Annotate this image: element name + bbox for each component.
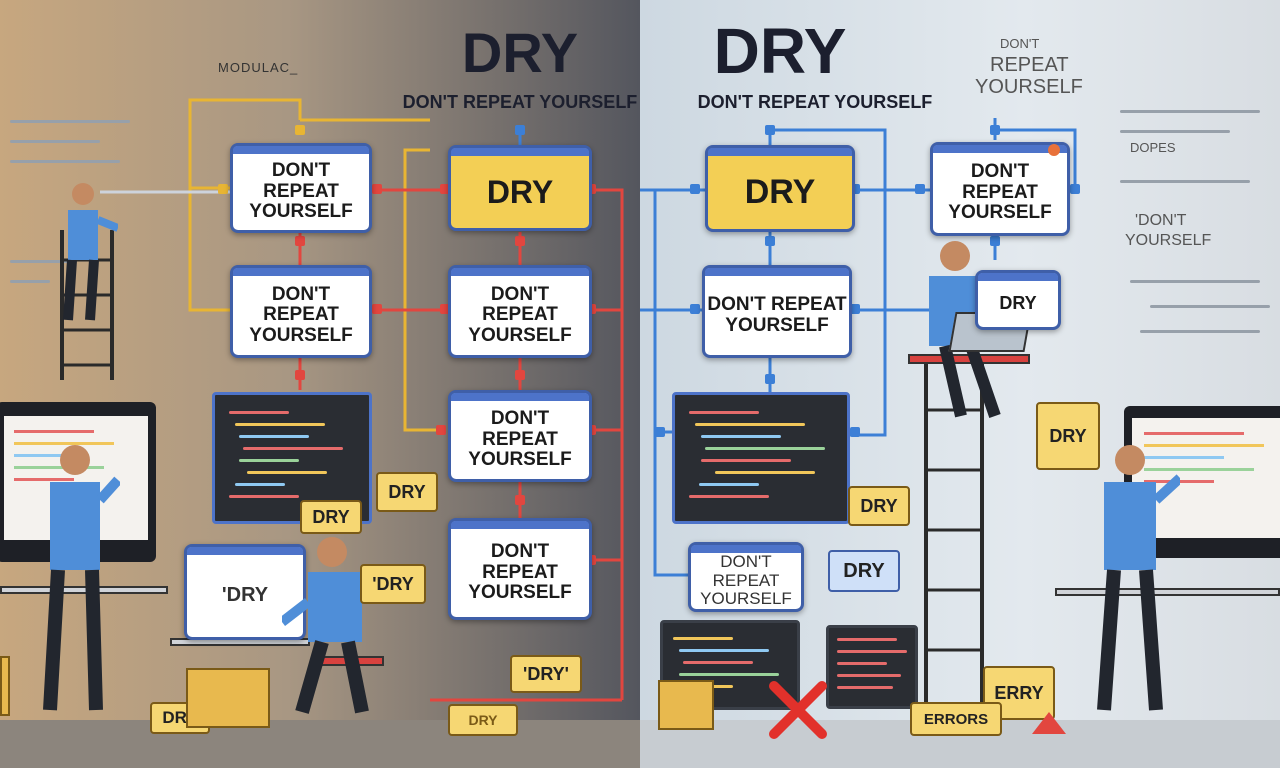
center-box-2: DON'T REPEAT YOURSELF — [448, 265, 592, 358]
right-title: DRY — [713, 15, 847, 87]
wall-line — [10, 280, 50, 283]
wall-line — [1120, 110, 1260, 113]
code-panel-left — [212, 392, 372, 524]
wall-line — [1120, 180, 1250, 183]
right-desk — [1055, 588, 1280, 596]
cardboard-box-edge — [0, 656, 10, 716]
tag-dry-left-2: DRY — [300, 500, 362, 534]
person-on-ladder — [63, 183, 118, 321]
tag-dry-right-4: DRY — [1036, 402, 1100, 470]
wall-line — [10, 160, 120, 163]
left-floor — [0, 720, 640, 768]
corner-label-left: MODULAC_ — [218, 60, 299, 75]
right-corner-line1: DON'T — [1000, 36, 1040, 51]
floating-dont-repeat: DON'T REPEAT YOURSELF — [688, 542, 804, 612]
warning-triangle-icon — [1032, 712, 1066, 734]
tag-dry-right-3: DRY — [975, 270, 1061, 330]
wall-line — [1150, 305, 1270, 308]
tag-dry-center: 'DRY' — [510, 655, 582, 693]
left-title: DRY — [461, 21, 579, 84]
person-at-laptop — [282, 537, 369, 714]
tag-dry-left-1: DRY — [376, 472, 438, 512]
tag-dry-right-2: DRY — [828, 550, 900, 592]
right-box-3: DON'T REPEAT YOURSELF — [930, 142, 1070, 236]
tag-dry-left-3: 'DRY — [360, 564, 426, 604]
left-subtitle: DON'T REPEAT YOURSELF — [402, 92, 638, 112]
right-corner-line3: YOURSELF — [975, 76, 1083, 98]
person-at-monitor-left — [43, 445, 120, 711]
error-x-icon — [769, 681, 827, 739]
status-dot-icon — [1048, 144, 1060, 156]
left-desk — [0, 586, 168, 594]
person-at-monitor-right — [1097, 445, 1180, 711]
cardboard-box-left — [186, 668, 270, 728]
wall-line — [10, 260, 70, 263]
tag-dry-floor-2: DRY — [448, 704, 518, 736]
center-box-3: DON'T REPEAT YOURSELF — [448, 390, 592, 482]
right-dry-box: DRY — [705, 145, 855, 232]
right-box-2: DON'T REPEAT YOURSELF — [702, 265, 852, 358]
laptop-screen-tag: 'DRY — [184, 544, 306, 640]
wall-text-yourself: YOURSELF — [1125, 232, 1212, 249]
left-box-2: DON'T REPEAT YOURSELF — [230, 265, 372, 358]
right-monitor-screen — [1132, 418, 1280, 538]
error-list-panel — [826, 625, 918, 709]
right-corner-line2: REPEAT — [990, 54, 1069, 76]
tag-errors: ERRORS — [910, 702, 1002, 736]
center-box-4: DON'T REPEAT YOURSELF — [448, 518, 592, 620]
left-box-1: DON'T REPEAT YOURSELF — [230, 143, 372, 233]
wall-text-dopes: DOPES — [1130, 140, 1176, 155]
wall-text-dont: 'DON'T — [1135, 212, 1187, 229]
wall-line — [10, 140, 100, 143]
tag-dry-right-1: DRY — [848, 486, 910, 526]
right-subtitle: DON'T REPEAT YOURSELF — [697, 92, 933, 112]
cardboard-box-right — [658, 680, 714, 730]
wall-line — [1130, 280, 1260, 283]
center-dry-box: DRY — [448, 145, 592, 231]
wall-line — [10, 120, 130, 123]
wall-line — [1140, 330, 1260, 333]
code-panel-right — [672, 392, 850, 524]
wall-line — [1120, 130, 1230, 133]
